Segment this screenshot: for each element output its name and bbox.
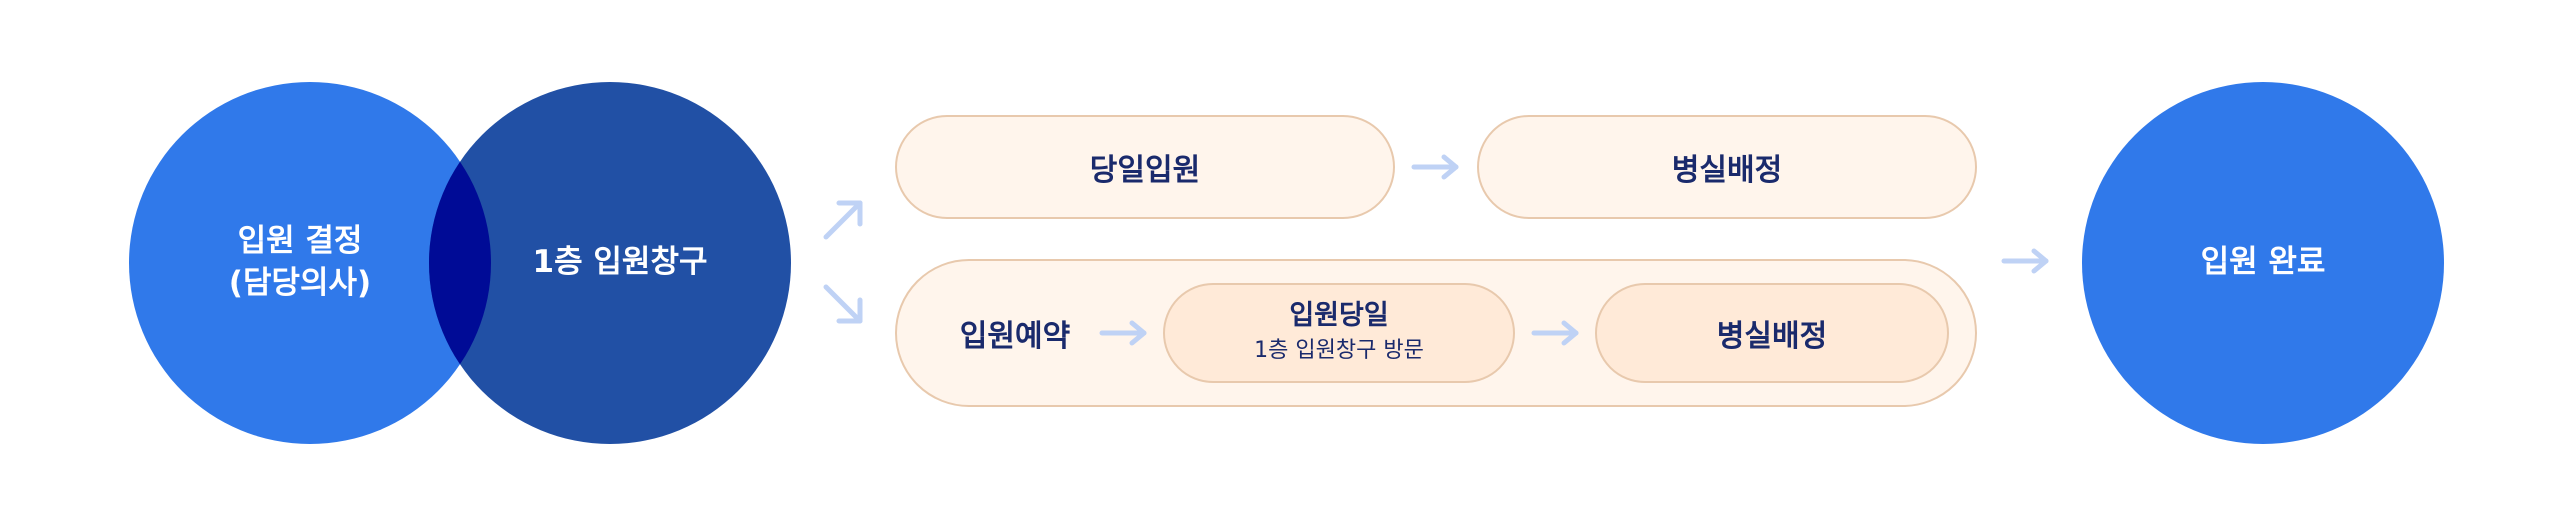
reservation-room-label-text: 병실배정 (1716, 319, 1828, 354)
admission-day-arrow-icon (1531, 320, 1579, 346)
counter-label-text: 1층 입원창구 (532, 244, 708, 281)
reservation-room-label: 병실배정 (1596, 284, 1948, 382)
complete-label-text: 입원 완료 (2200, 244, 2326, 281)
same-day-arrow-icon (1411, 154, 1459, 180)
complete-circle (2082, 82, 2444, 444)
reservation-label-text: 입원예약 (959, 319, 1071, 354)
decision-circle (129, 82, 491, 444)
counter-circle (429, 82, 791, 444)
branch-down-arrow-icon (823, 284, 863, 324)
reservation-label: 입원예약 (940, 284, 1090, 382)
same-day-room-label: 병실배정 (1478, 116, 1976, 218)
decision-label-line1: 입원 결정 (237, 223, 363, 260)
same-day-room-label-text: 병실배정 (1671, 153, 1783, 188)
complete-label: 입원 완료 (2143, 233, 2383, 293)
reservation-room-pill (1595, 283, 1949, 383)
decision-label: 입원 결정 (담당의사) (180, 203, 420, 323)
admission-day-pill (1163, 283, 1515, 383)
same-day-pill (895, 115, 1395, 219)
same-day-label-text: 당일입원 (1089, 153, 1201, 188)
admission-day-title: 입원당일 (1289, 299, 1389, 331)
same-day-room-pill (1477, 115, 1977, 219)
branch-up-arrow-icon (823, 200, 863, 240)
counter-label: 1층 입원창구 (500, 233, 740, 293)
decision-label-line2: (담당의사) (228, 265, 372, 301)
final-arrow-icon (2001, 248, 2049, 274)
same-day-label: 당일입원 (896, 116, 1394, 218)
reservation-arrow-icon (1099, 320, 1147, 346)
admission-day-subtitle: 1층 입원창구 방문 (1254, 338, 1424, 364)
admission-day-label: 입원당일 1층 입원창구 방문 (1164, 284, 1514, 382)
